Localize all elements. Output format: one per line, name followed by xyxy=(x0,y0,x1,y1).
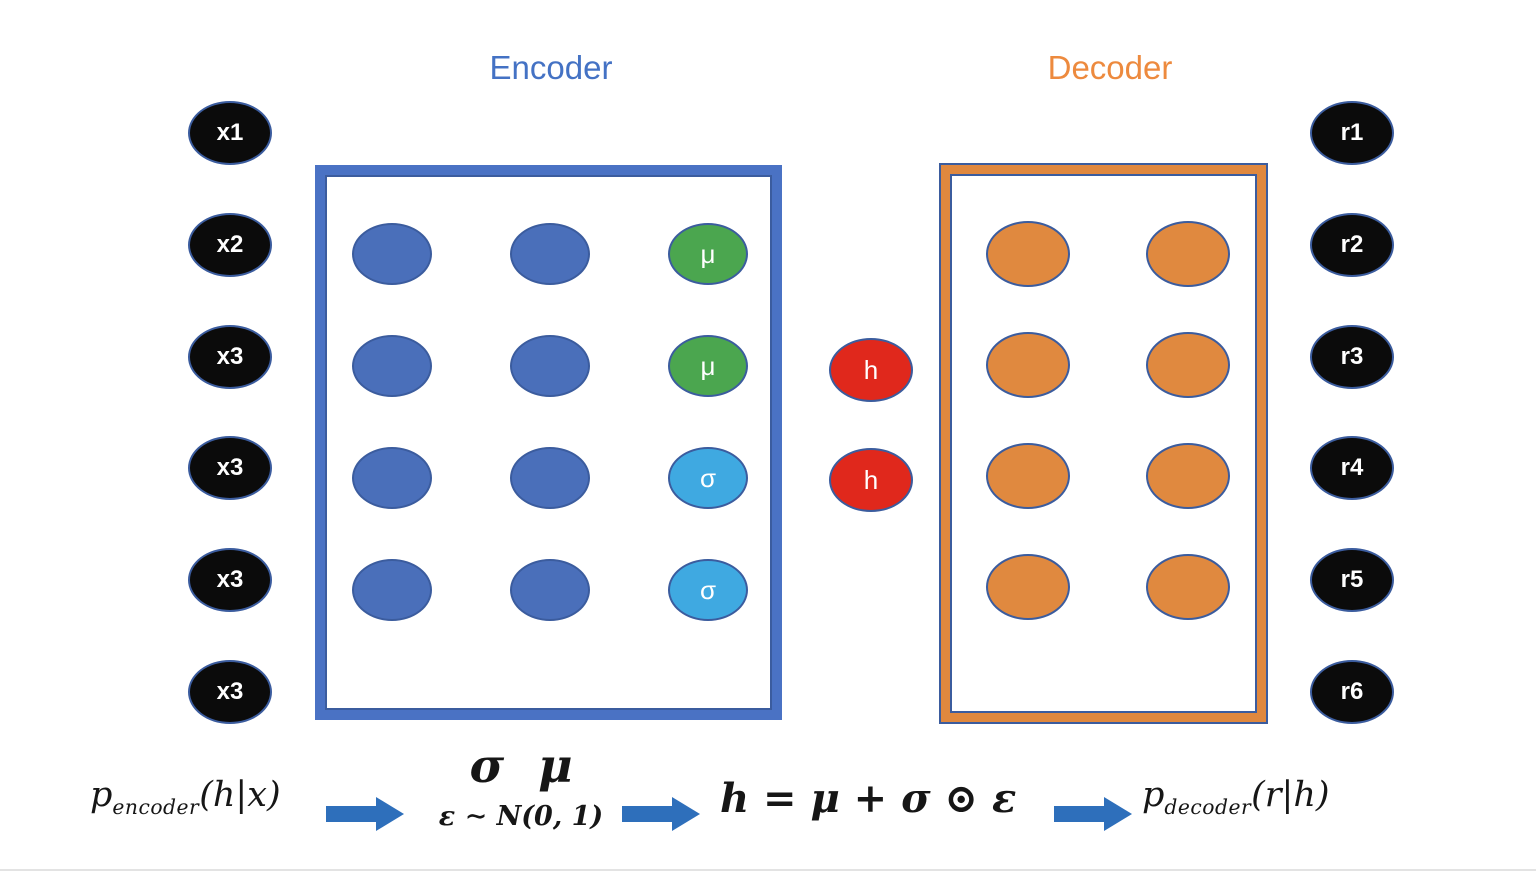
input-node: x3 xyxy=(188,436,272,501)
input-node: x2 xyxy=(188,212,272,277)
output-node: r5 xyxy=(1310,548,1394,613)
output-node: r3 xyxy=(1310,324,1394,389)
output-node-label: r4 xyxy=(1340,454,1364,482)
latent-mu-node: μ xyxy=(668,335,748,397)
sampled-h-node-label: h xyxy=(863,464,879,495)
encoder-hidden-node xyxy=(352,223,432,285)
formula-p-decoder-base: p xyxy=(1142,775,1165,815)
latent-mu-node: μ xyxy=(668,223,748,285)
decoder-hidden-node xyxy=(1146,554,1230,620)
arrow-head xyxy=(376,797,404,831)
encoder-box-inner-line xyxy=(325,175,772,710)
decoder-box xyxy=(941,165,1266,722)
decoder-hidden-node xyxy=(986,443,1070,509)
flow-arrow-icon xyxy=(326,797,404,831)
formula-p-encoder-subscript: encoder xyxy=(112,795,200,820)
formula-p-decoder-subscript: decoder xyxy=(1164,795,1252,820)
output-column: r1 r2 r3 r4 r5 r6 xyxy=(1310,101,1394,724)
formula-p-decoder-argument: (r|h) xyxy=(1251,775,1330,815)
encoder-hidden-node xyxy=(510,223,590,285)
output-node-label: r3 xyxy=(1340,342,1364,370)
mu-symbol: μ xyxy=(538,739,573,794)
output-node: r4 xyxy=(1310,436,1394,501)
latent-sigma-node-label: σ xyxy=(699,462,717,493)
input-node-label: x3 xyxy=(216,454,244,482)
input-node: x3 xyxy=(188,659,272,724)
encoder-box xyxy=(315,165,782,720)
input-node-label: x3 xyxy=(216,342,244,370)
encoder-hidden-node xyxy=(510,335,590,397)
input-node-label: x3 xyxy=(216,566,244,594)
output-node-label: r2 xyxy=(1340,230,1364,258)
input-node: x3 xyxy=(188,548,272,613)
latent-mu-node-label: μ xyxy=(700,350,716,381)
arrow-body xyxy=(1054,806,1106,822)
encoder-hidden-node xyxy=(352,447,432,509)
decoder-title: Decoder xyxy=(1047,49,1173,86)
latent-sigma-node: σ xyxy=(668,447,748,509)
latent-mu-node-label: μ xyxy=(700,238,716,269)
input-node-label: x2 xyxy=(216,230,244,258)
output-node: r2 xyxy=(1310,212,1394,277)
arrow-head xyxy=(1104,797,1132,831)
encoder-hidden-node xyxy=(510,559,590,621)
encoder-node-grid: μ μ σ σ xyxy=(352,223,748,621)
sampled-h-node-label: h xyxy=(863,354,879,385)
output-node-label: r5 xyxy=(1340,566,1364,594)
arrow-head xyxy=(672,797,700,831)
output-node: r1 xyxy=(1310,101,1394,165)
output-node-label: r6 xyxy=(1340,677,1364,705)
formula-p-encoder-argument: (h|x) xyxy=(199,775,281,815)
input-column: x1 x2 x3 x3 x3 x3 xyxy=(188,101,272,724)
sigma-symbol: σ xyxy=(469,739,505,794)
decoder-hidden-node xyxy=(986,332,1070,398)
sampled-h-node: h xyxy=(829,338,913,402)
encoder-hidden-node xyxy=(352,559,432,621)
decoder-hidden-node xyxy=(986,554,1070,620)
input-node: x3 xyxy=(188,324,272,389)
decoder-box-inner-line xyxy=(950,174,1257,713)
decoder-hidden-node xyxy=(1146,221,1230,287)
decoder-node-grid xyxy=(986,221,1230,620)
flow-arrow-icon xyxy=(1054,797,1132,831)
arrow-body xyxy=(326,806,378,822)
output-node-label: r1 xyxy=(1340,119,1364,146)
encoder-hidden-node xyxy=(510,447,590,509)
input-node-label: x1 xyxy=(216,119,244,146)
output-node: r6 xyxy=(1310,659,1394,724)
input-node-label: x3 xyxy=(216,677,244,705)
decoder-hidden-node xyxy=(986,221,1070,287)
flow-arrow-icon xyxy=(622,797,700,831)
formula-p-encoder: pencoder(h|x) xyxy=(90,775,281,820)
formula-p-decoder: pdecoder(r|h) xyxy=(1142,775,1330,820)
formula-reparameterization: h = μ + σ ⊙ ε xyxy=(720,775,1017,822)
latent-sigma-node-label: σ xyxy=(699,574,717,605)
slide-bottom-rule xyxy=(0,869,1536,871)
input-node: x1 xyxy=(188,101,272,165)
encoder-title: Encoder xyxy=(489,49,613,86)
sampled-h-node: h xyxy=(829,448,913,512)
noise-distribution: ε ∼ N(0, 1) xyxy=(438,801,604,833)
decoder-hidden-node xyxy=(1146,332,1230,398)
decoder-hidden-node xyxy=(1146,443,1230,509)
latent-sigma-node: σ xyxy=(668,559,748,621)
formula-p-encoder-base: p xyxy=(90,775,113,815)
encoder-hidden-node xyxy=(352,335,432,397)
arrow-body xyxy=(622,806,674,822)
